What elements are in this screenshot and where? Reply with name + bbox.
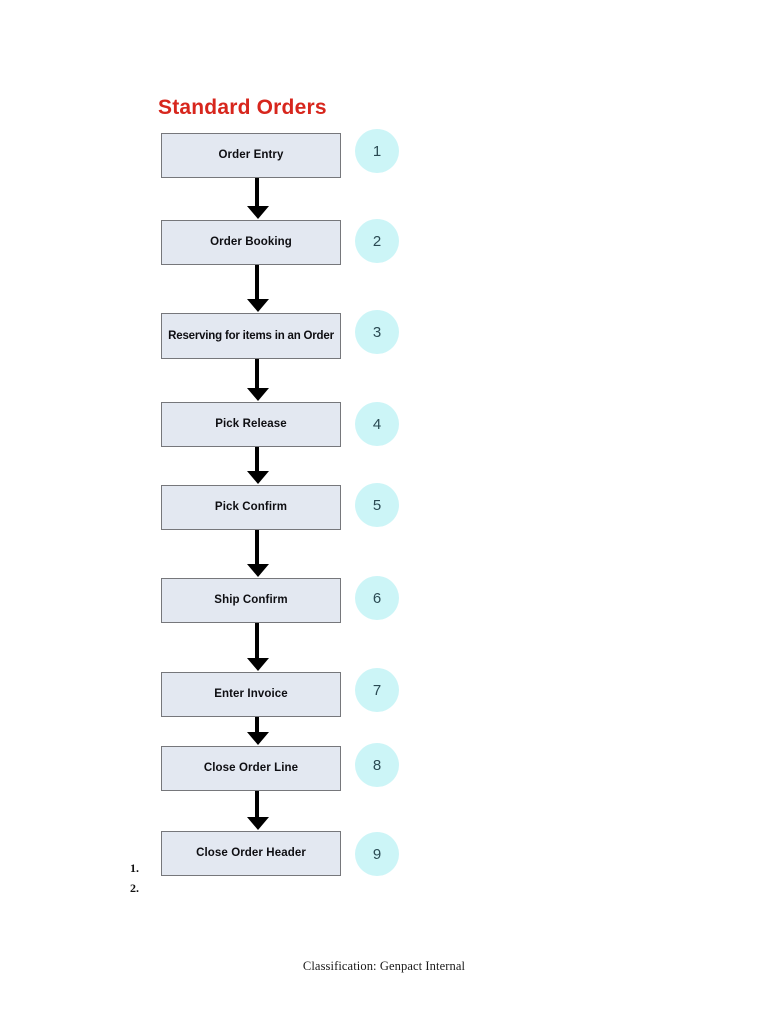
flow-step-box-6[interactable]: Ship Confirm [161, 578, 341, 623]
flow-arrow-2-to-3 [247, 265, 269, 312]
flow-arrow-7-to-8 [247, 717, 269, 745]
flow-step-number-badge-3: 3 [355, 310, 399, 354]
arrow-head-icon [247, 732, 269, 745]
flow-arrow-8-to-9 [247, 791, 269, 830]
flow-arrow-4-to-5 [247, 447, 269, 484]
arrow-shaft [255, 717, 259, 733]
flow-step-box-7[interactable]: Enter Invoice [161, 672, 341, 717]
flow-step-number-badge-8: 8 [355, 743, 399, 787]
flow-step-box-2[interactable]: Order Booking [161, 220, 341, 265]
flow-step-label: Order Entry [218, 149, 284, 162]
flow-step-box-4[interactable]: Pick Release [161, 402, 341, 447]
flow-step-box-9[interactable]: Close Order Header [161, 831, 341, 876]
arrow-head-icon [247, 299, 269, 312]
arrow-shaft [255, 265, 259, 300]
flow-arrow-1-to-2 [247, 178, 269, 219]
flow-step-label: Enter Invoice [214, 688, 288, 701]
flow-step-number-badge-4: 4 [355, 402, 399, 446]
arrow-head-icon [247, 471, 269, 484]
arrow-shaft [255, 530, 259, 565]
arrow-head-icon [247, 564, 269, 577]
arrow-shaft [255, 447, 259, 472]
list-marker: 1. [130, 861, 139, 875]
flow-step-number-badge-1: 1 [355, 129, 399, 173]
flow-step-number-badge-9: 9 [355, 832, 399, 876]
flow-step-number-badge-5: 5 [355, 483, 399, 527]
flow-arrow-6-to-7 [247, 623, 269, 671]
arrow-head-icon [247, 206, 269, 219]
flow-arrow-3-to-4 [247, 359, 269, 401]
arrow-head-icon [247, 388, 269, 401]
flow-step-box-5[interactable]: Pick Confirm [161, 485, 341, 530]
flow-step-label: Pick Confirm [214, 501, 288, 514]
bottom-numbered-list: 1.2. [130, 858, 170, 898]
arrow-head-icon [247, 817, 269, 830]
flow-step-label: Order Booking [210, 236, 292, 249]
flow-step-box-1[interactable]: Order Entry [161, 133, 341, 178]
arrow-head-icon [247, 658, 269, 671]
flow-step-label: Pick Release [215, 418, 287, 431]
footer-classification: Classification: Genpact Internal [302, 959, 466, 973]
flow-step-number-badge-2: 2 [355, 219, 399, 263]
arrow-shaft [255, 791, 259, 818]
arrow-shaft [255, 178, 259, 207]
flow-step-label: Reserving for items in an Order [168, 329, 334, 342]
flow-step-number-badge-7: 7 [355, 668, 399, 712]
page-title: Standard Orders [158, 96, 327, 119]
flow-step-label: Close Order Line [203, 762, 299, 775]
flow-step-box-3[interactable]: Reserving for items in an Order [161, 313, 341, 359]
flow-step-number-badge-6: 6 [355, 576, 399, 620]
flow-step-box-8[interactable]: Close Order Line [161, 746, 341, 791]
arrow-shaft [255, 623, 259, 659]
list-marker: 2. [130, 881, 139, 895]
flow-step-label: Ship Confirm [214, 594, 288, 607]
flow-arrow-5-to-6 [247, 530, 269, 577]
arrow-shaft [255, 359, 259, 389]
flow-step-label: Close Order Header [196, 847, 306, 860]
